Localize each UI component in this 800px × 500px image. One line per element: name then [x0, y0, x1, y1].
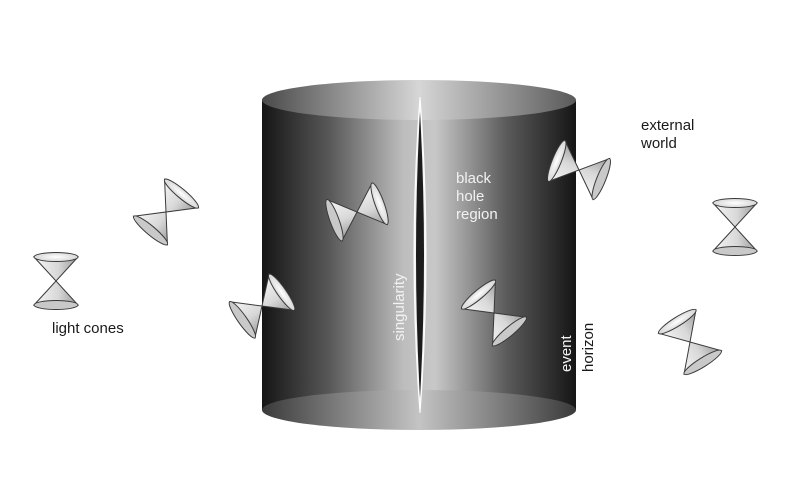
black-hole-label-line2: hole [456, 188, 484, 205]
singularity-label: singularity [391, 273, 408, 341]
light-cones-label: light cones [52, 320, 124, 337]
black-hole-label-line1: black [456, 170, 492, 187]
light-cone [33, 252, 79, 310]
light-cone [130, 175, 202, 249]
cylinder-top [262, 80, 576, 120]
light-cone [712, 198, 758, 256]
event-horizon-label-line1: event [558, 334, 575, 372]
external-world-label-line2: world [640, 135, 677, 152]
external-world-label-line1: external [641, 117, 694, 134]
event-horizon-label-line2: horizon [580, 323, 597, 372]
cylinder-bottom [262, 390, 576, 430]
singularity-spindle [413, 96, 427, 414]
black-hole-label-line3: region [456, 206, 498, 223]
light-cone [655, 305, 725, 379]
